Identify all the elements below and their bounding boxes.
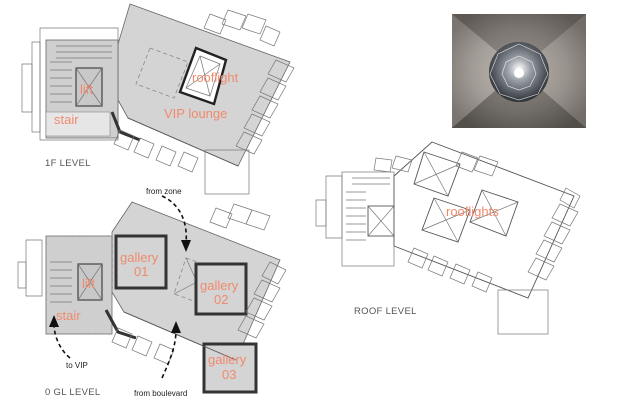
plan-roof: rooflights ROOF LEVEL bbox=[315, 141, 581, 335]
arrow-to-vip bbox=[49, 315, 71, 359]
arrow-from-zone bbox=[161, 195, 191, 252]
label-gallery-01-l1: gallery bbox=[120, 250, 159, 265]
plan-0gl: lift stair gallery 01 gallery 02 gallery… bbox=[17, 187, 287, 398]
gallery-02-box bbox=[194, 262, 248, 316]
stair-1f bbox=[50, 45, 112, 103]
stair-gl bbox=[50, 261, 72, 303]
fins-gl bbox=[111, 203, 287, 365]
level-title-1f: 1F LEVEL bbox=[45, 158, 91, 169]
label-rooflight-1f: rooflight bbox=[192, 70, 239, 85]
fins-1f-bottom bbox=[113, 129, 199, 173]
label-stair-gl: stair bbox=[56, 308, 81, 323]
label-stair-1f: stair bbox=[54, 112, 79, 127]
gallery-01-box bbox=[114, 234, 168, 290]
label-gallery-02-l1: gallery bbox=[200, 278, 239, 293]
label-gallery-01-l2: 01 bbox=[134, 264, 148, 279]
fins-roof bbox=[373, 151, 581, 293]
fins-1f-right bbox=[203, 9, 295, 155]
annotation-from-zone: from zone bbox=[146, 187, 182, 196]
plan-1f: lift stair rooflight VIP lounge 1F LEVEL bbox=[21, 3, 295, 195]
label-gallery-03-l1: gallery bbox=[208, 352, 247, 367]
label-rooflights: rooflights bbox=[446, 204, 499, 219]
label-gallery-03-l2: 03 bbox=[222, 367, 236, 382]
gallery-03-box bbox=[202, 342, 258, 394]
annotation-from-boulevard: from boulevard bbox=[134, 389, 187, 398]
label-vip-lounge: VIP lounge bbox=[164, 106, 227, 121]
label-lift-1f: lift bbox=[80, 82, 93, 97]
label-lift-gl: lift bbox=[82, 276, 95, 291]
rooflight-photo bbox=[452, 14, 586, 128]
annotation-to-vip: to VIP bbox=[66, 361, 88, 370]
label-gallery-02-l2: 02 bbox=[214, 292, 228, 307]
stair-roof bbox=[346, 177, 390, 241]
level-title-0gl: 0 GL LEVEL bbox=[45, 387, 100, 398]
level-title-roof: ROOF LEVEL bbox=[354, 306, 417, 317]
arrow-from-boulevard bbox=[161, 321, 181, 379]
